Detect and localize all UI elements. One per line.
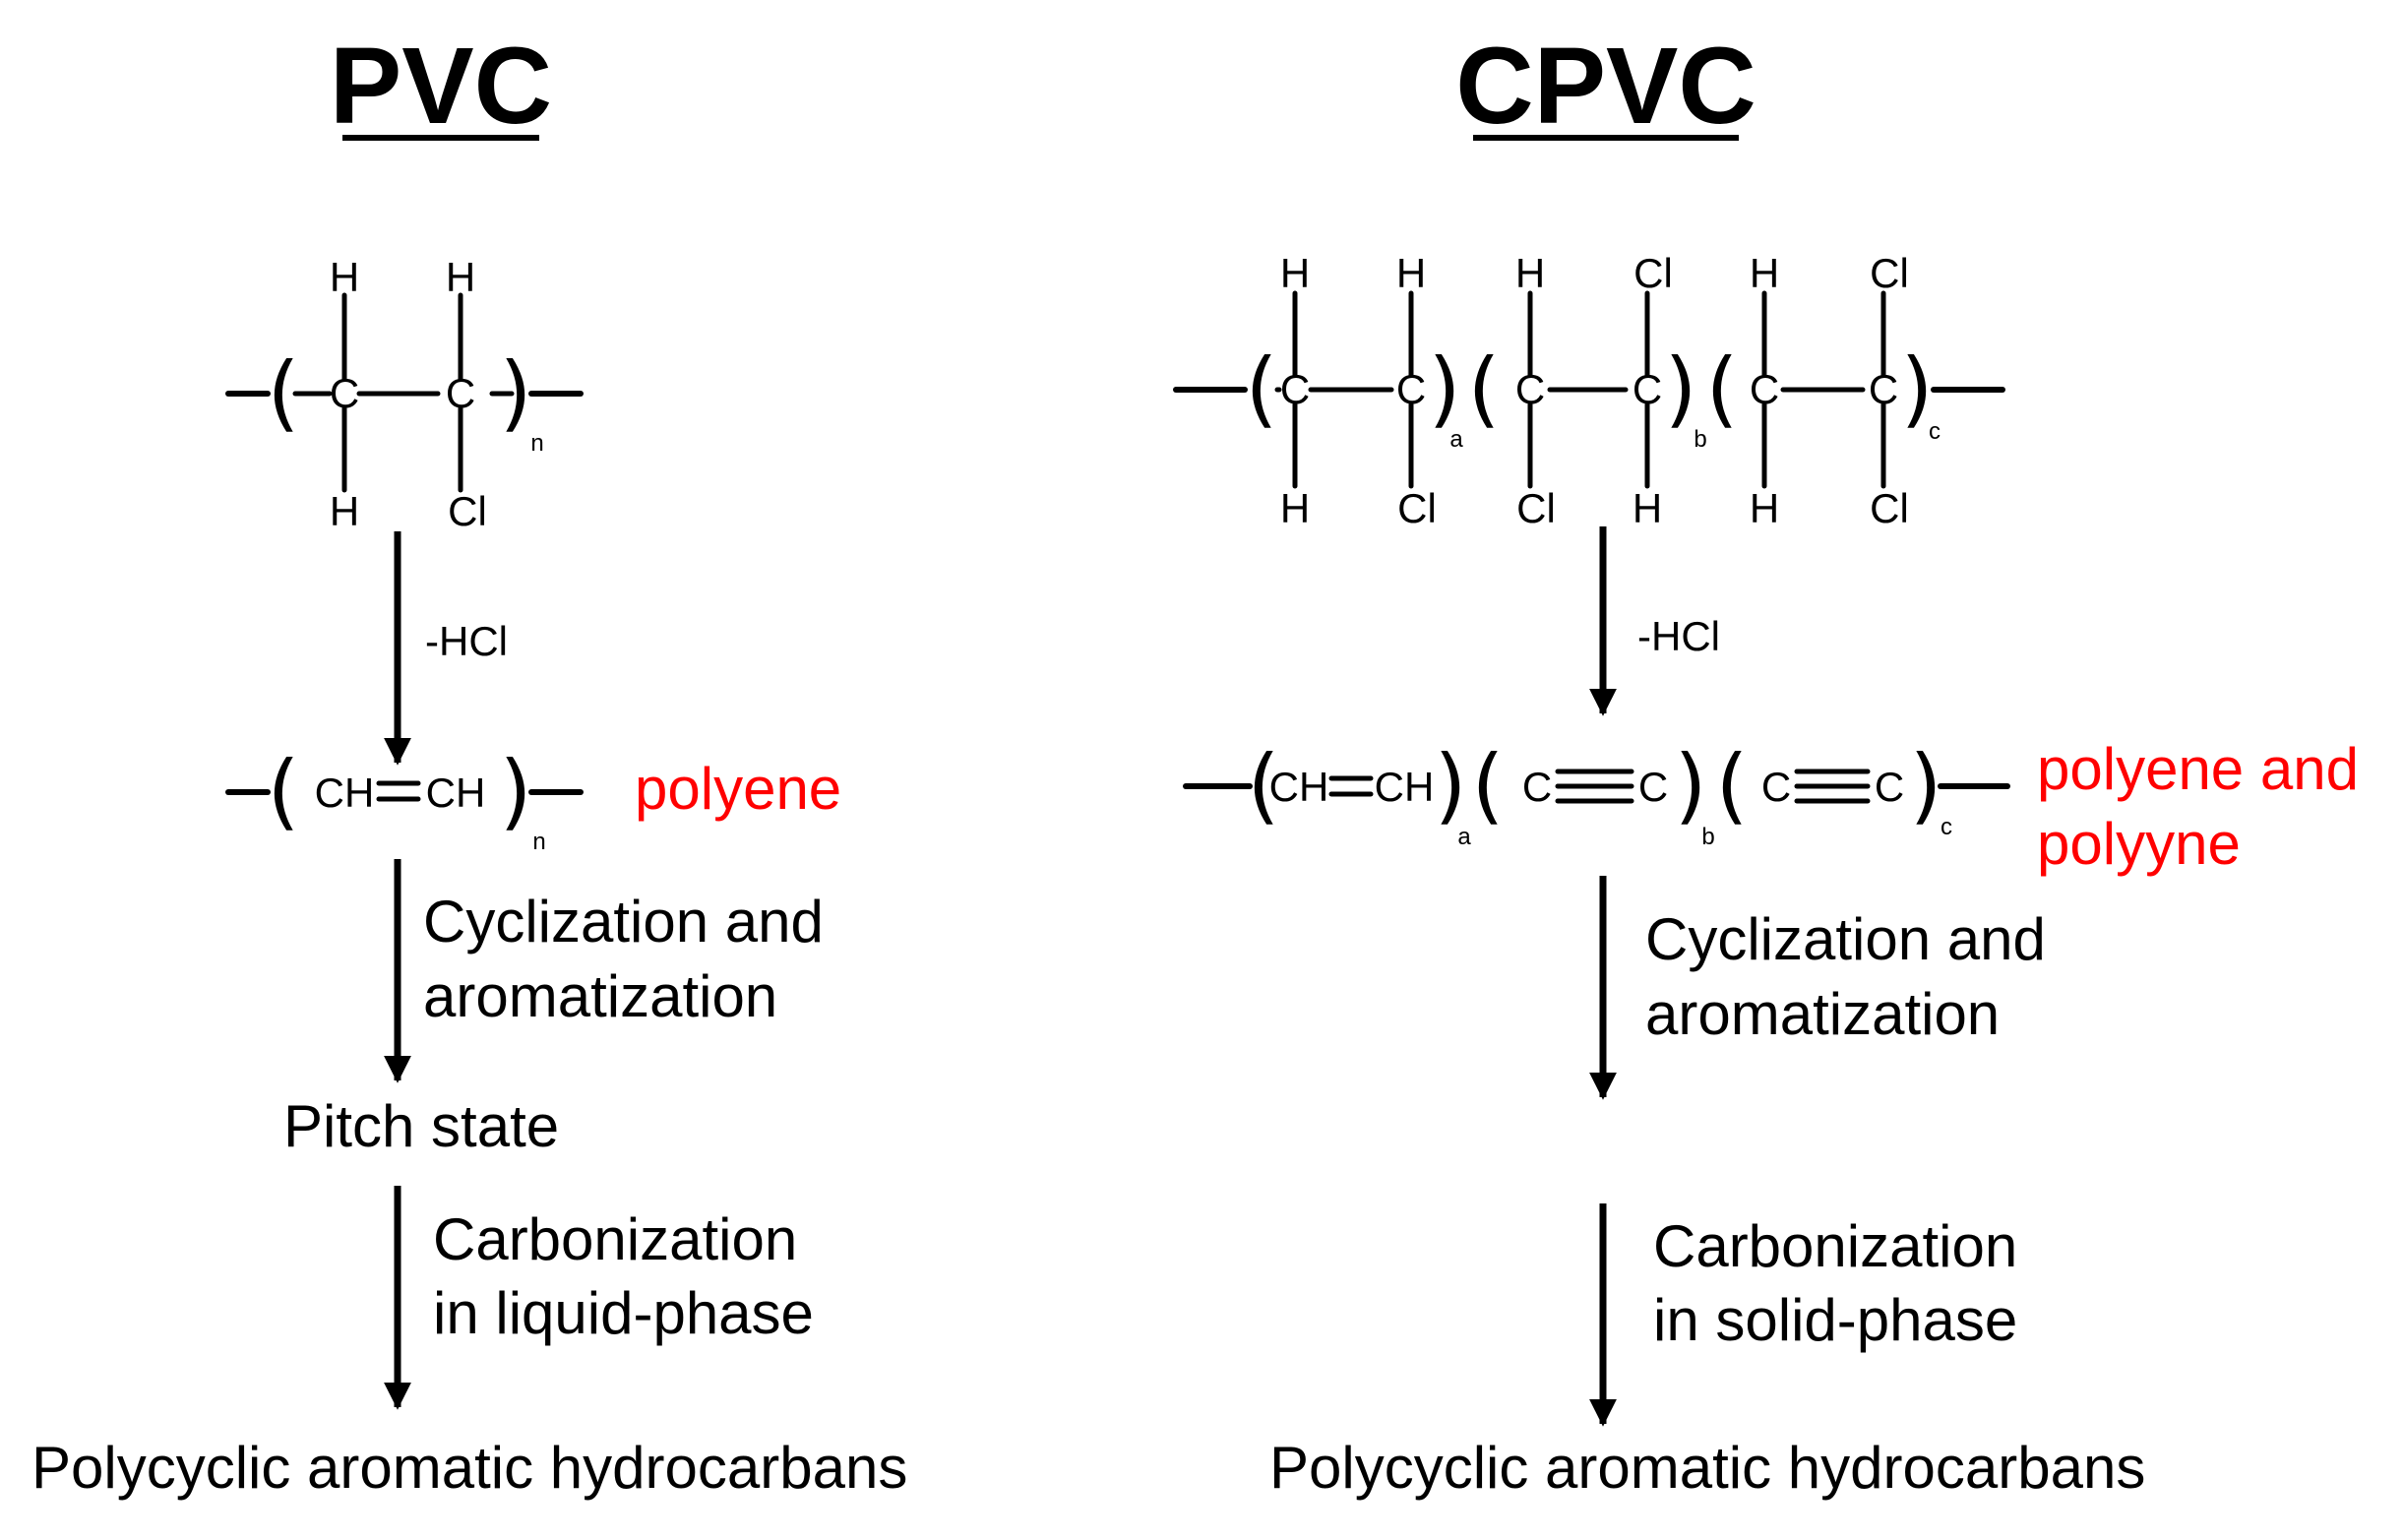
repeat-subscript-a: a bbox=[1457, 824, 1471, 850]
repeat-subscript-c: c bbox=[1941, 814, 1952, 840]
pvc-monomer-structure: ( ) H H C C H Cl n bbox=[225, 254, 584, 534]
atom-bottom-1: H bbox=[1280, 485, 1310, 531]
atom-bottom-2: Cl bbox=[448, 488, 487, 534]
open-parenthesis: ( bbox=[268, 743, 300, 839]
atom-carbon-5: C bbox=[1750, 366, 1779, 412]
atom-top-1: H bbox=[330, 254, 359, 300]
atom-bottom-5: H bbox=[1750, 485, 1779, 531]
atom-bottom-4: H bbox=[1633, 485, 1662, 531]
polyene-label: polyene bbox=[635, 756, 841, 822]
close-parenthesis: ) bbox=[500, 743, 532, 839]
repeat-subscript-b: b bbox=[1701, 824, 1714, 850]
atom-top-4: Cl bbox=[1633, 250, 1673, 296]
close-parenthesis-b: ) bbox=[1675, 737, 1707, 833]
repeat-subscript: n bbox=[530, 430, 543, 457]
unit3-c-1: C bbox=[1761, 764, 1791, 810]
atom-carbon-2: C bbox=[1396, 366, 1426, 412]
step-carbonization-line1: Carbonization bbox=[1653, 1213, 2017, 1279]
polyene-polyyne-label-line1: polyene and bbox=[2037, 736, 2359, 802]
group-ch-2: CH bbox=[426, 770, 486, 816]
group-ch-1: CH bbox=[315, 770, 375, 816]
close-parenthesis-a: ) bbox=[1429, 340, 1461, 437]
open-parenthesis-a: ( bbox=[1248, 737, 1280, 833]
repeat-subscript-c: c bbox=[1929, 418, 1941, 445]
step-carbonization-line2: in solid-phase bbox=[1653, 1287, 2017, 1353]
atom-carbon-3: C bbox=[1515, 366, 1545, 412]
reagent-hcl: -HCl bbox=[425, 618, 508, 664]
atom-bottom-6: Cl bbox=[1870, 485, 1909, 531]
atom-top-6: Cl bbox=[1870, 250, 1909, 296]
cpvc-title: CPVC bbox=[1455, 26, 1756, 147]
pvc-polyene-structure: ( CH CH ) n bbox=[225, 743, 584, 855]
unit3-c-2: C bbox=[1875, 764, 1904, 810]
open-parenthesis-b: ( bbox=[1472, 737, 1505, 833]
pvc-product: Polycyclic aromatic hydrocarbans bbox=[31, 1435, 907, 1501]
cpvc-monomer-structure: ( ) ( ) ( ) H H H bbox=[1173, 250, 2005, 531]
unit1-ch-1: CH bbox=[1269, 764, 1329, 810]
pvc-title: PVC bbox=[330, 26, 552, 147]
reagent-hcl: -HCl bbox=[1637, 613, 1720, 659]
atom-carbon-1: C bbox=[330, 370, 359, 416]
open-parenthesis-c: ( bbox=[1706, 340, 1739, 437]
atom-bottom-2: Cl bbox=[1397, 485, 1437, 531]
open-parenthesis-b: ( bbox=[1468, 340, 1501, 437]
atom-top-3: H bbox=[1515, 250, 1545, 296]
open-parenthesis-c: ( bbox=[1716, 737, 1749, 833]
atom-carbon-2: C bbox=[446, 370, 475, 416]
atom-bottom-3: Cl bbox=[1516, 485, 1556, 531]
atom-top-5: H bbox=[1750, 250, 1779, 296]
atom-bottom-1: H bbox=[330, 488, 359, 534]
cpvc-product: Polycyclic aromatic hydrocarbans bbox=[1269, 1435, 2145, 1501]
cpvc-column: CPVC ( ) ( ) ( ) bbox=[1173, 26, 2359, 1501]
repeat-subscript-a: a bbox=[1449, 426, 1463, 453]
atom-top-2: H bbox=[446, 254, 475, 300]
atom-carbon-6: C bbox=[1869, 366, 1898, 412]
repeat-subscript-b: b bbox=[1694, 426, 1706, 453]
unit1-ch-2: CH bbox=[1375, 764, 1435, 810]
step-carbonization-line1: Carbonization bbox=[433, 1206, 797, 1272]
step-carbonization-line2: in liquid-phase bbox=[433, 1280, 814, 1346]
step-cyclization-line2: aromatization bbox=[1645, 981, 2000, 1047]
atom-carbon-4: C bbox=[1633, 366, 1662, 412]
cpvc-polyene-polyyne-structure: ( CH CH ) ( C C ) ( C C ) a b c bbox=[1183, 737, 2010, 850]
repeat-subscript: n bbox=[532, 829, 545, 855]
close-parenthesis-a: ) bbox=[1435, 737, 1467, 833]
close-parenthesis-c: ) bbox=[1910, 737, 1942, 833]
close-parenthesis-b: ) bbox=[1665, 340, 1697, 437]
step-cyclization-line2: aromatization bbox=[423, 963, 777, 1029]
polyene-polyyne-label-line2: polyyne bbox=[2037, 811, 2241, 877]
atom-top-1: H bbox=[1280, 250, 1310, 296]
step-cyclization-line1: Cyclization and bbox=[1645, 906, 2046, 972]
atom-carbon-1: C bbox=[1280, 366, 1310, 412]
unit2-c-1: C bbox=[1522, 764, 1552, 810]
atom-top-2: H bbox=[1396, 250, 1426, 296]
close-parenthesis-c: ) bbox=[1901, 340, 1934, 437]
unit2-c-2: C bbox=[1638, 764, 1668, 810]
step-cyclization-line1: Cyclization and bbox=[423, 889, 824, 955]
pvc-column: PVC ( ) H H C C H Cl n -HCl bbox=[31, 26, 907, 1501]
pitch-state: Pitch state bbox=[283, 1093, 559, 1159]
open-parenthesis-a: ( bbox=[1246, 340, 1278, 437]
